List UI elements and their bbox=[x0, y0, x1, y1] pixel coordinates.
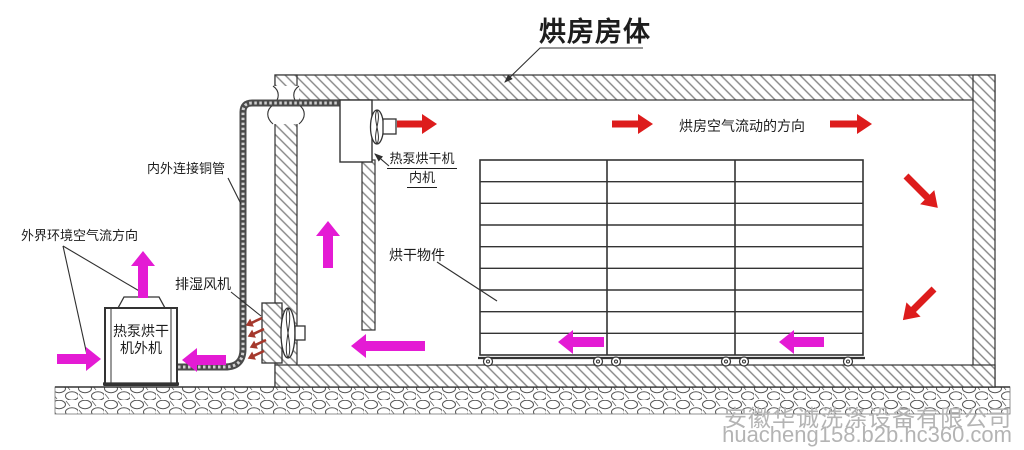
label-exhaust-fan: 排湿风机 bbox=[175, 276, 231, 292]
outside-air-arrow-up bbox=[131, 251, 155, 298]
return-air-arrow-left-1 bbox=[351, 334, 425, 358]
watermark-company: 安徽华诚洗涤设备有限公司 bbox=[724, 405, 1012, 431]
rack-wheel-icon bbox=[482, 356, 494, 367]
rack-wheels bbox=[482, 356, 854, 367]
exhaust-fan-leader bbox=[230, 291, 262, 317]
label-indoor-unit-line2: 内机 bbox=[406, 169, 437, 188]
title-leader bbox=[504, 47, 643, 83]
drying-rack bbox=[478, 159, 865, 367]
return-air-arrow-left-2 bbox=[558, 330, 604, 354]
return-air-arrow-up bbox=[316, 221, 340, 268]
airflow-arrows bbox=[57, 114, 938, 372]
room-air-arrow-right-3 bbox=[830, 114, 872, 134]
exhaust-air-arrow-4 bbox=[247, 349, 265, 360]
label-indoor-unit: 热泵烘干机 内机 bbox=[383, 150, 461, 188]
rack-wheel-icon bbox=[610, 356, 622, 367]
rack-wheel-icon bbox=[842, 356, 854, 367]
return-air-baffle bbox=[361, 159, 376, 331]
exhaust-air-arrow-1 bbox=[245, 316, 263, 327]
outside-air-leader-2 bbox=[62, 245, 88, 356]
rack-wheel-hub bbox=[846, 359, 850, 364]
ground-gravel bbox=[54, 386, 1011, 415]
rack-shelves bbox=[480, 180, 863, 335]
indoor-unit-leader bbox=[374, 153, 390, 167]
exhaust-air-arrow-2 bbox=[247, 327, 265, 338]
page-title: 烘房房体 bbox=[539, 17, 651, 47]
outside-air-leader-1 bbox=[62, 245, 142, 293]
exhaust-fan bbox=[261, 302, 306, 364]
copper-pipe bbox=[178, 99, 352, 371]
drying-items-leader bbox=[436, 261, 498, 302]
label-outdoor-unit: 热泵烘干 机外机 bbox=[107, 323, 175, 357]
watermark-url: huacheng158.b2b.hc360.com bbox=[722, 422, 1012, 447]
rack-wheel-icon bbox=[592, 356, 604, 367]
room-ceiling-wall bbox=[274, 74, 996, 101]
rack-wheel-hub bbox=[724, 359, 728, 364]
room-air-arrow-down-left bbox=[902, 286, 937, 321]
label-outdoor-unit-line1: 热泵烘干 bbox=[113, 323, 169, 339]
label-copper-pipe: 内外连接铜管 bbox=[147, 161, 226, 176]
room-right-wall bbox=[972, 74, 996, 388]
rack-wheel-icon bbox=[720, 356, 732, 367]
room-air-arrow-right-2 bbox=[612, 114, 653, 134]
exhaust-air-arrow-3 bbox=[249, 338, 267, 349]
rack-wheel-hub bbox=[614, 359, 618, 364]
outdoor-unit bbox=[103, 296, 179, 386]
rack-wheel-hub bbox=[486, 359, 490, 364]
pipe-label-leader bbox=[227, 177, 242, 205]
indoor-unit bbox=[339, 99, 397, 163]
leader-lines bbox=[62, 47, 643, 356]
label-drying-items: 烘干物件 bbox=[389, 247, 445, 263]
outside-air-arrow-in-right bbox=[182, 348, 226, 372]
rack-wheel-hub bbox=[596, 359, 600, 364]
outside-air-arrow-in-left bbox=[57, 347, 101, 371]
rack-wheel-hub bbox=[742, 359, 746, 364]
rack-wheel-icon bbox=[738, 356, 750, 367]
label-outside-airflow: 外界环境空气流方向 bbox=[21, 228, 139, 243]
label-outdoor-unit-line2: 机外机 bbox=[120, 340, 162, 356]
label-room-airflow: 烘房空气流动的方向 bbox=[679, 118, 805, 134]
return-air-arrow-left-3 bbox=[779, 330, 824, 354]
room-air-arrow-down-right bbox=[903, 173, 938, 208]
room-floor-wall bbox=[274, 364, 996, 388]
label-indoor-unit-line1: 热泵烘干机 bbox=[387, 150, 457, 169]
room-air-arrow-right-1 bbox=[397, 114, 437, 134]
